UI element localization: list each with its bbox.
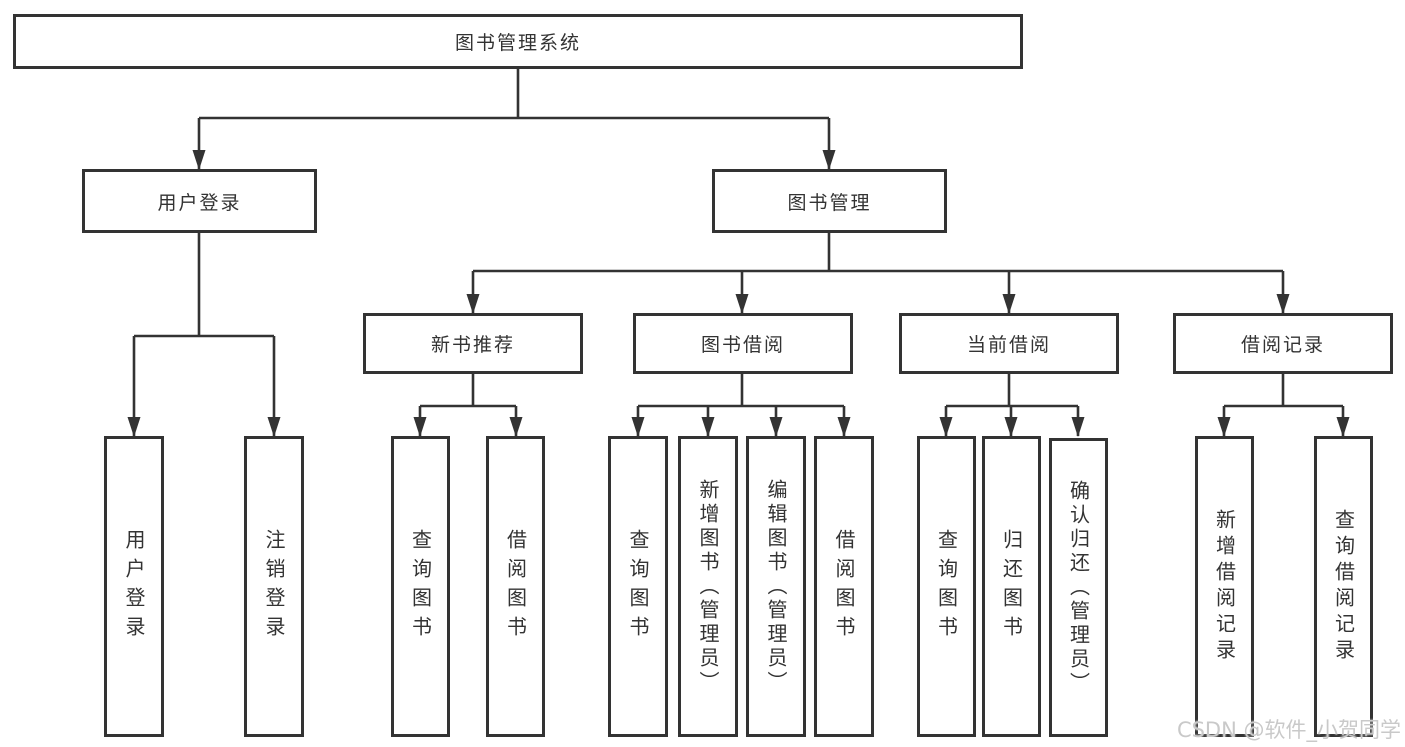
node-book-borrow-label: 图书借阅 — [700, 334, 785, 356]
leaf-bb-edit-book-label: 编辑图书（管理员） — [764, 478, 788, 695]
leaf-bb-borrow-book-label: 借阅图书 — [832, 528, 856, 645]
leaf-cb-confirm-return: 确认归还（管理员） — [1049, 438, 1108, 737]
leaf-bb-add-book: 新增图书（管理员） — [678, 436, 738, 737]
leaf-cb-confirm-return-label: 确认归还（管理员） — [1066, 479, 1091, 696]
node-borrow-record-label: 借阅记录 — [1240, 334, 1325, 356]
leaf-bb-query-book: 查询图书 — [608, 436, 668, 737]
leaf-br-add-record-label: 新增借阅记录 — [1212, 508, 1237, 665]
node-current-borrow-label: 当前借阅 — [966, 334, 1051, 356]
node-book-management: 图书管理 — [712, 169, 947, 233]
leaf-br-query-record: 查询借阅记录 — [1314, 436, 1373, 737]
leaf-logout: 注销登录 — [244, 436, 304, 737]
leaf-cb-return-book: 归还图书 — [982, 436, 1041, 737]
node-book-borrow: 图书借阅 — [633, 313, 853, 374]
node-borrow-record: 借阅记录 — [1173, 313, 1393, 374]
node-user-login-label: 用户登录 — [157, 191, 242, 214]
node-new-book-recommend: 新书推荐 — [363, 313, 583, 374]
leaf-rec-query-book: 查询图书 — [391, 436, 450, 737]
leaf-user-login: 用户登录 — [104, 436, 164, 737]
leaf-rec-borrow-book: 借阅图书 — [486, 436, 545, 737]
leaf-bb-query-book-label: 查询图书 — [626, 528, 650, 645]
leaf-br-add-record: 新增借阅记录 — [1195, 436, 1254, 737]
leaf-logout-label: 注销登录 — [262, 528, 286, 645]
node-root: 图书管理系统 — [13, 14, 1023, 69]
leaf-br-query-record-label: 查询借阅记录 — [1331, 508, 1356, 665]
leaf-rec-borrow-book-label: 借阅图书 — [503, 528, 528, 645]
node-current-borrow: 当前借阅 — [899, 313, 1119, 374]
leaf-bb-borrow-book: 借阅图书 — [814, 436, 874, 737]
leaf-cb-return-book-label: 归还图书 — [999, 528, 1024, 645]
node-new-book-recommend-label: 新书推荐 — [430, 334, 515, 356]
leaf-bb-edit-book: 编辑图书（管理员） — [746, 436, 806, 737]
node-user-login: 用户登录 — [82, 169, 317, 233]
node-book-management-label: 图书管理 — [787, 191, 872, 214]
leaf-cb-query-book: 查询图书 — [917, 436, 976, 737]
leaf-cb-query-book-label: 查询图书 — [934, 528, 959, 645]
node-root-label: 图书管理系统 — [454, 32, 581, 54]
leaf-user-login-label: 用户登录 — [122, 528, 146, 645]
watermark-text: CSDN @软件_小贺同学 — [1176, 718, 1401, 742]
leaf-bb-add-book-label: 新增图书（管理员） — [696, 478, 720, 695]
leaf-rec-query-book-label: 查询图书 — [408, 528, 433, 645]
